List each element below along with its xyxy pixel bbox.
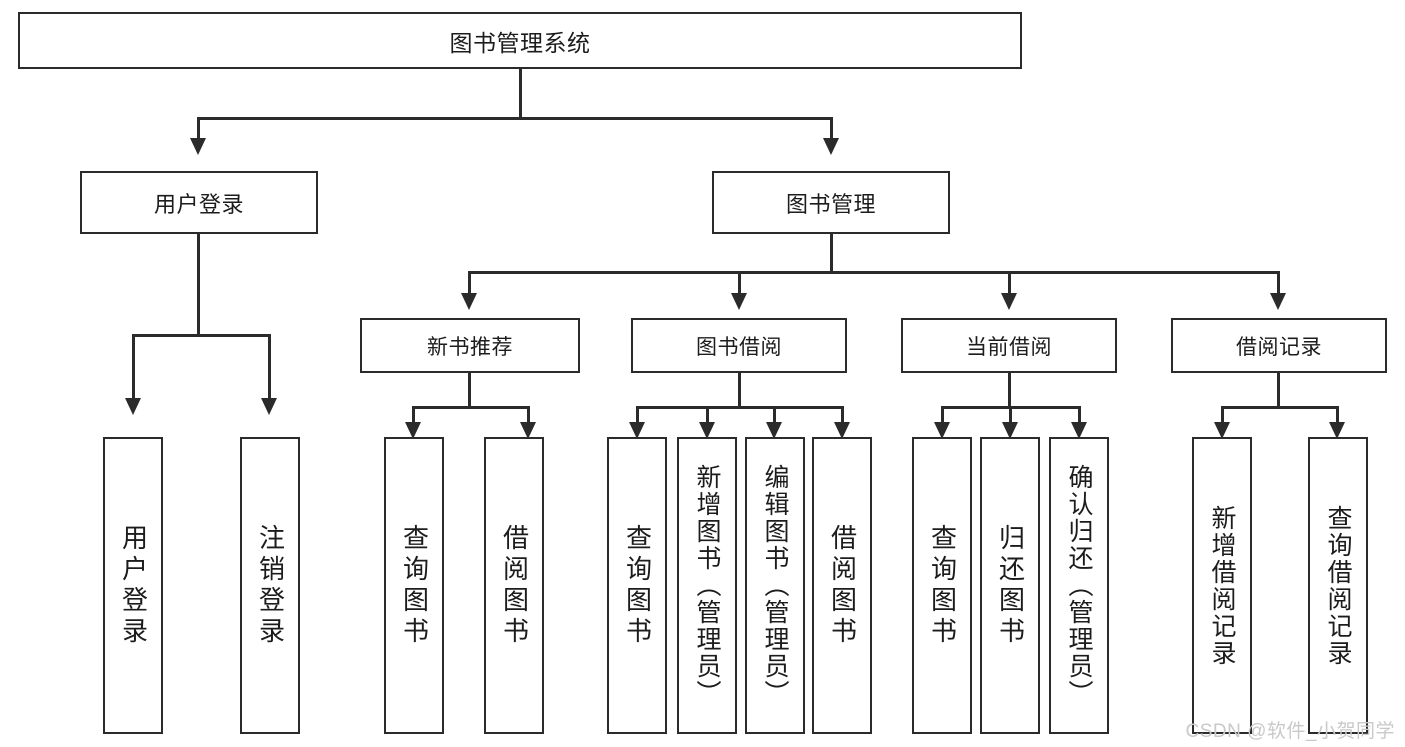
connector-to-leaf-borrow-book-1 — [527, 406, 530, 428]
connector-to-leaf-borrow-book-2 — [841, 406, 844, 428]
node-label: 图书借阅 — [696, 335, 782, 359]
connector-to-leaf-query-book-3 — [941, 406, 944, 428]
node-leaf-add-borrow-record[interactable]: 新增借阅记录 — [1192, 437, 1252, 734]
arrowhead-borrow-record — [1270, 293, 1286, 310]
connector-root-to-book-management — [830, 117, 833, 142]
node-book-borrow[interactable]: 图书借阅 — [631, 318, 847, 373]
node-root-system[interactable]: 图书管理系统 — [18, 12, 1022, 69]
node-label: 借阅图书 — [827, 523, 858, 648]
arrowhead-book-management — [823, 138, 839, 155]
node-label: 确认归还（管理员） — [1065, 464, 1093, 707]
connector-to-borrow-record — [1277, 271, 1280, 297]
node-new-book-recommend[interactable]: 新书推荐 — [360, 318, 580, 373]
connector-book-management-bus — [468, 271, 1280, 274]
node-leaf-add-book-admin[interactable]: 新增图书（管理员） — [677, 437, 737, 734]
connector-borrow-record-bus — [1221, 406, 1339, 409]
arrowhead-new-book-recommend — [461, 293, 477, 310]
node-leaf-query-book-1[interactable]: 查询图书 — [384, 437, 444, 734]
connector-root-to-user-login — [197, 117, 200, 142]
connector-book-borrow-bus — [636, 406, 844, 409]
node-user-login[interactable]: 用户登录 — [80, 171, 318, 234]
node-leaf-edit-book-admin[interactable]: 编辑图书（管理员） — [745, 437, 805, 734]
connector-current-borrow-stem — [1008, 373, 1011, 409]
node-current-borrow[interactable]: 当前借阅 — [901, 318, 1117, 373]
node-label: 编辑图书（管理员） — [761, 464, 789, 707]
arrowhead-book-borrow — [731, 293, 747, 310]
node-leaf-query-book-3[interactable]: 查询图书 — [912, 437, 972, 734]
arrowhead-leaf-query-borrow-record — [1329, 422, 1345, 439]
node-leaf-query-book-2[interactable]: 查询图书 — [607, 437, 667, 734]
node-label: 借阅图书 — [499, 523, 530, 648]
node-borrow-record[interactable]: 借阅记录 — [1171, 318, 1387, 373]
node-label: 借阅记录 — [1236, 335, 1322, 359]
arrowhead-leaf-user-logout — [261, 398, 277, 415]
node-label: 查询借阅记录 — [1324, 504, 1352, 667]
arrowhead-leaf-edit-book-admin — [766, 422, 782, 439]
arrowhead-user-login — [190, 138, 206, 155]
arrowhead-leaf-user-login — [125, 398, 141, 415]
connector-new-book-recommend-stem — [468, 373, 471, 409]
node-label: 图书管理 — [785, 191, 876, 217]
arrowhead-leaf-query-book-2 — [629, 422, 645, 439]
node-leaf-borrow-book-2[interactable]: 借阅图书 — [812, 437, 872, 734]
connector-to-current-borrow — [1008, 271, 1011, 297]
node-label: 查询图书 — [622, 523, 653, 648]
connector-root-bus — [197, 117, 833, 120]
connector-to-leaf-return-book — [1009, 406, 1012, 428]
connector-to-leaf-query-borrow-record — [1336, 406, 1339, 428]
arrowhead-leaf-add-book-admin — [699, 422, 715, 439]
node-leaf-query-borrow-record[interactable]: 查询借阅记录 — [1308, 437, 1368, 734]
connector-book-management-stem — [830, 234, 833, 273]
connector-to-leaf-edit-book-admin — [773, 406, 776, 428]
node-leaf-confirm-return-admin[interactable]: 确认归还（管理员） — [1049, 437, 1109, 734]
connector-user-login-stem — [197, 234, 200, 336]
node-label: 新书推荐 — [427, 335, 513, 359]
connector-to-book-borrow — [738, 271, 741, 297]
arrowhead-leaf-return-book — [1002, 422, 1018, 439]
connector-to-leaf-user-login — [132, 334, 135, 402]
arrowhead-current-borrow — [1001, 293, 1017, 310]
node-leaf-return-book[interactable]: 归还图书 — [980, 437, 1040, 734]
node-leaf-user-logout[interactable]: 注销登录 — [240, 437, 300, 734]
node-label: 用户登录 — [118, 523, 149, 648]
arrowhead-leaf-add-borrow-record — [1214, 422, 1230, 439]
arrowhead-leaf-query-book-3 — [934, 422, 950, 439]
connector-borrow-record-stem — [1277, 373, 1280, 409]
connector-to-leaf-confirm-return-admin — [1078, 406, 1081, 428]
connector-to-new-book-recommend — [468, 271, 471, 297]
connector-new-book-recommend-bus — [412, 406, 530, 409]
connector-book-borrow-stem — [738, 373, 741, 409]
csdn-watermark: CSDN @软件_小贺同学 — [1185, 721, 1395, 742]
node-label: 当前借阅 — [966, 335, 1052, 359]
connector-to-leaf-query-book-2 — [636, 406, 639, 428]
connector-to-leaf-add-book-admin — [706, 406, 709, 428]
arrowhead-leaf-query-book-1 — [405, 422, 421, 439]
node-label: 归还图书 — [995, 523, 1026, 648]
connector-root-stem — [519, 69, 522, 119]
node-label: 查询图书 — [399, 523, 430, 648]
node-label: 注销登录 — [255, 523, 286, 648]
arrowhead-leaf-confirm-return-admin — [1071, 422, 1087, 439]
node-label: 用户登录 — [153, 191, 244, 217]
connector-to-leaf-query-book-1 — [412, 406, 415, 428]
arrowhead-leaf-borrow-book-2 — [834, 422, 850, 439]
connector-to-leaf-add-borrow-record — [1221, 406, 1224, 428]
node-leaf-borrow-book-1[interactable]: 借阅图书 — [484, 437, 544, 734]
node-book-management[interactable]: 图书管理 — [712, 171, 950, 234]
node-label: 查询图书 — [927, 523, 958, 648]
connector-to-leaf-user-logout — [268, 334, 271, 402]
node-label: 新增图书（管理员） — [693, 464, 721, 707]
connector-user-login-bus — [132, 334, 270, 337]
arrowhead-leaf-borrow-book-1 — [520, 422, 536, 439]
node-label: 图书管理系统 — [449, 29, 591, 56]
node-label: 新增借阅记录 — [1208, 504, 1236, 667]
node-leaf-user-login[interactable]: 用户登录 — [103, 437, 163, 734]
